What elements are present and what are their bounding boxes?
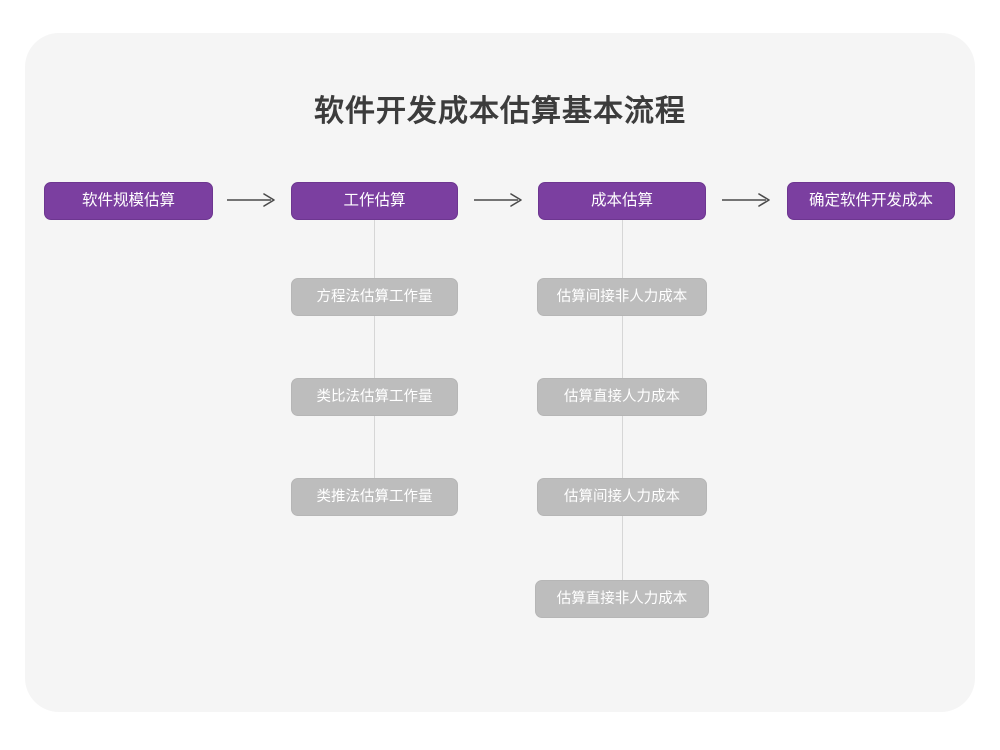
sub-node-label: 估算直接非人力成本 <box>556 591 688 607</box>
sub-node-direct-labor-cost[interactable]: 估算直接人力成本 <box>537 378 707 416</box>
step-node-label: 成本估算 <box>590 192 653 209</box>
step-node-label: 确定软件开发成本 <box>808 192 933 209</box>
sub-node-label: 估算直接人力成本 <box>564 389 680 405</box>
arrow-3-icon <box>719 187 777 213</box>
sub-node-label: 估算间接非人力成本 <box>556 289 688 305</box>
arrow-1-icon <box>224 187 282 213</box>
sub-node-label: 类比法估算工作量 <box>316 389 433 405</box>
sub-node-indirect-labor-cost[interactable]: 估算间接人力成本 <box>537 478 707 516</box>
sub-node-inference-method-effort[interactable]: 类推法估算工作量 <box>291 478 458 516</box>
sub-node-label: 估算间接人力成本 <box>564 489 680 505</box>
diagram-card <box>25 33 975 712</box>
arrow-2-icon <box>471 187 529 213</box>
sub-node-label: 方程法估算工作量 <box>316 289 433 305</box>
sub-node-indirect-nonlabor-cost[interactable]: 估算间接非人力成本 <box>537 278 707 316</box>
step-node-determine-development-cost[interactable]: 确定软件开发成本 <box>787 182 955 220</box>
step-node-effort-estimation[interactable]: 工作估算 <box>291 182 458 220</box>
connector-line-branch1 <box>374 218 375 500</box>
step-node-software-scale-estimation[interactable]: 软件规模估算 <box>44 182 213 220</box>
page-title: 软件开发成本估算基本流程 <box>314 95 686 128</box>
step-node-cost-estimation[interactable]: 成本估算 <box>538 182 706 220</box>
step-node-label: 工作估算 <box>343 192 406 209</box>
sub-node-label: 类推法估算工作量 <box>316 489 433 505</box>
sub-node-direct-nonlabor-cost[interactable]: 估算直接非人力成本 <box>535 580 709 618</box>
step-node-label: 软件规模估算 <box>81 192 175 209</box>
sub-node-analogy-method-effort[interactable]: 类比法估算工作量 <box>291 378 458 416</box>
sub-node-equation-method-effort[interactable]: 方程法估算工作量 <box>291 278 458 316</box>
